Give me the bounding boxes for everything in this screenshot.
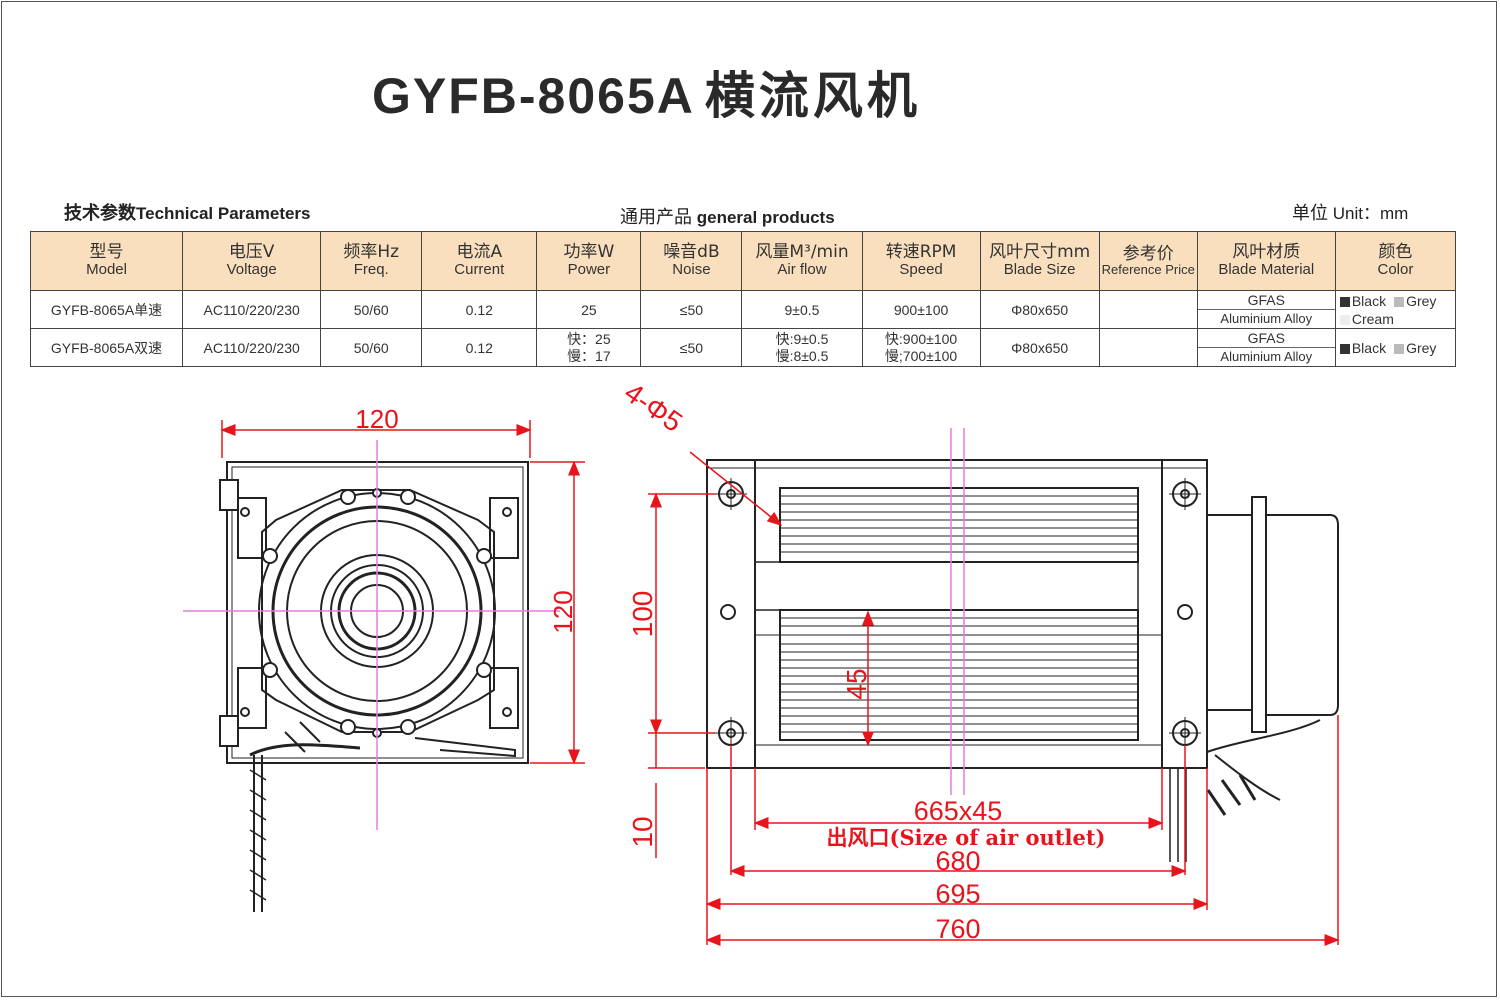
blade-slats bbox=[780, 495, 1138, 733]
unit-heading: 单位 Unit：mm bbox=[1292, 199, 1408, 225]
side-dimensions bbox=[220, 420, 585, 765]
cell-current: 0.12 bbox=[421, 290, 538, 329]
cell-color: Black Grey Cream bbox=[1334, 290, 1457, 329]
dim-680-label: 680 bbox=[935, 846, 980, 876]
cell-noise: ≤50 bbox=[640, 328, 743, 367]
color-black: Black bbox=[1351, 292, 1387, 309]
cell-price bbox=[1098, 290, 1198, 329]
color-black: Black bbox=[1351, 339, 1387, 356]
cell-freq: 50/60 bbox=[320, 328, 423, 367]
side-height-label: 120 bbox=[548, 590, 578, 633]
cable-braid bbox=[249, 769, 267, 901]
side-width-label: 120 bbox=[355, 404, 398, 434]
dim-10-label: 10 bbox=[627, 816, 658, 847]
black-swatch bbox=[1339, 343, 1350, 354]
unit-en: Unit：mm bbox=[1332, 204, 1409, 223]
title-cn: 横流风机 bbox=[704, 67, 921, 125]
motor-flange bbox=[261, 489, 495, 733]
front-view bbox=[706, 459, 1339, 862]
holes-leader bbox=[689, 451, 783, 526]
front-cable bbox=[1169, 768, 1187, 862]
table-row: GYFB-8065A双速 AC110/220/230 50/60 0.12 快：… bbox=[29, 328, 1457, 367]
dim-760-label: 760 bbox=[935, 914, 980, 944]
cell-color: Black Grey bbox=[1334, 328, 1457, 367]
color-grey: Grey bbox=[1406, 339, 1437, 356]
blade-upper bbox=[779, 487, 1139, 563]
dim-695-label: 695 bbox=[935, 879, 980, 909]
color-grey: Grey bbox=[1406, 292, 1437, 309]
cell-model: GYFB-8065A单速 bbox=[29, 290, 184, 329]
holes-label: 4-Φ5 bbox=[619, 377, 688, 438]
dim-100-label: 100 bbox=[627, 591, 658, 638]
cell-model: GYFB-8065A双速 bbox=[29, 328, 184, 367]
front-centerlines bbox=[950, 428, 965, 795]
front-housing-outline bbox=[706, 459, 1208, 769]
tech-params-en: Technical Parameters bbox=[136, 204, 311, 223]
general-en: general products bbox=[696, 208, 835, 227]
corner-bracket bbox=[237, 667, 267, 729]
cell-current: 0.12 bbox=[421, 328, 538, 367]
motor-flange-plate bbox=[1251, 496, 1267, 733]
tech-params-heading: 技术参数Technical Parameters bbox=[64, 199, 311, 225]
unit-cn: 单位 bbox=[1292, 203, 1328, 224]
grey-swatch bbox=[1394, 296, 1405, 307]
blade-partition bbox=[754, 561, 1139, 611]
tech-params-cn: 技术参数 bbox=[64, 203, 136, 224]
front-dimensions bbox=[648, 451, 1340, 946]
color-cream: Cream bbox=[1351, 310, 1394, 327]
mount-clip bbox=[219, 715, 239, 747]
blade-lower bbox=[779, 609, 1139, 741]
motor-mount bbox=[1206, 514, 1258, 711]
corner-bracket bbox=[489, 667, 519, 729]
outlet-caption: 出风口(Size of air outlet) bbox=[827, 825, 1106, 850]
side-centerlines bbox=[183, 440, 560, 830]
lead-connectors bbox=[1206, 774, 1257, 816]
general-cn: 通用产品 bbox=[620, 207, 692, 228]
general-products-heading: 通用产品 general products bbox=[620, 203, 835, 229]
cream-swatch bbox=[1339, 314, 1350, 325]
side-view bbox=[219, 461, 529, 912]
black-swatch bbox=[1339, 296, 1350, 307]
flange-bolts bbox=[240, 488, 512, 738]
grey-swatch bbox=[1394, 343, 1405, 354]
lead-bar bbox=[414, 737, 516, 758]
connector bbox=[284, 721, 321, 753]
outlet-size-label: 665x45 bbox=[914, 796, 1003, 826]
title-model: GYFB-8065A bbox=[372, 68, 695, 124]
cell-blade-size: Φ80x650 bbox=[979, 328, 1100, 367]
cable-bundle bbox=[253, 755, 263, 912]
cell-voltage: AC110/220/230 bbox=[182, 290, 322, 329]
cell-voltage: AC110/220/230 bbox=[182, 328, 322, 367]
dim-45-label: 45 bbox=[841, 668, 872, 699]
table-row: GYFB-8065A单速 AC110/220/230 50/60 0.12 25… bbox=[29, 290, 1457, 329]
cell-blade-size: Φ80x650 bbox=[979, 290, 1100, 329]
lead-wire bbox=[249, 743, 361, 757]
cell-speed: 900±100 bbox=[861, 290, 981, 329]
motor-body bbox=[1256, 514, 1339, 716]
mount-clip bbox=[219, 479, 239, 511]
cell-price bbox=[1098, 328, 1198, 367]
mounting-holes bbox=[718, 481, 1198, 746]
